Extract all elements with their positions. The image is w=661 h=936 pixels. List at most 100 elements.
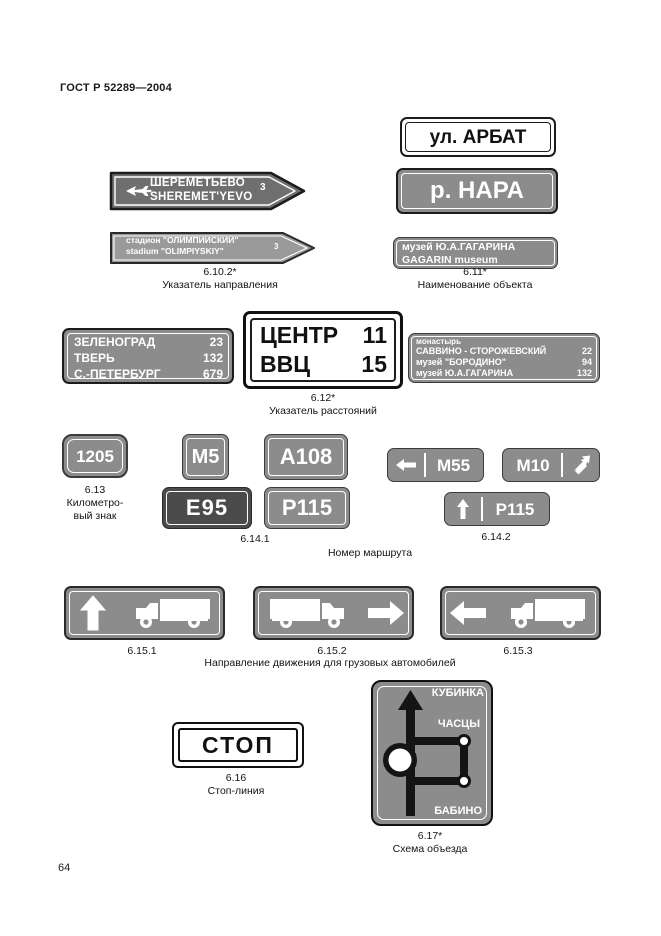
- destination-km: 22: [581, 346, 592, 356]
- standard-header: ГОСТ Р 52289—2004: [60, 82, 172, 94]
- table-title: монастырь: [416, 337, 461, 346]
- route-sign-r115: P115: [264, 487, 350, 529]
- destination-name: музей Ю.А.ГАГАРИНА: [416, 368, 514, 378]
- caption-6-14-1-code: 6.14.1: [240, 533, 270, 545]
- sign-distance: 3: [260, 182, 266, 193]
- sign-6-15-3: [440, 586, 601, 640]
- caption-6-13-code: 6.13: [84, 484, 106, 496]
- caption-6-12-code: 6.12*: [310, 392, 336, 404]
- stop-text: СТОП: [202, 731, 274, 758]
- destination-km: 132: [576, 368, 592, 378]
- truck-icon: [120, 594, 223, 632]
- scheme-label-top: КУБИНКА: [431, 687, 484, 699]
- sign-6-12-right: монастырь САВВИНО - СТОРОЖЕВСКИЙ 22 музе…: [408, 333, 600, 383]
- destination-name: САВВИНО - СТОРОЖЕВСКИЙ: [416, 346, 547, 356]
- arrow-right-icon: [360, 599, 412, 627]
- sign-label-ru: ШЕРЕМЕТЬЕВО: [150, 177, 246, 189]
- route-sign-e95: E95: [162, 487, 252, 529]
- destination-name: С.-ПЕТЕРБУРГ: [74, 367, 161, 381]
- table-row: ЗЕЛЕНОГРАД 23: [74, 336, 223, 348]
- table-row: музей "БОРОДИНО" 94: [416, 358, 592, 367]
- sign-6-11-river: р. НАРА: [396, 168, 558, 214]
- destination-km: 11: [362, 322, 387, 348]
- sign-6-11-street: ул. АРБАТ: [400, 117, 556, 157]
- caption-route-number: Номер маршрута: [327, 547, 413, 559]
- caption-6-16-code: 6.16: [225, 772, 247, 784]
- caption-6-15-2-code: 6.15.2: [317, 645, 347, 657]
- truck-icon: [255, 594, 360, 632]
- sign-label-en: GAGARIN museum: [402, 254, 498, 266]
- arrow-up-icon: [445, 493, 481, 525]
- caption-6-14-2-code: 6.14.2: [481, 531, 511, 543]
- route-sign-m10-right: M10: [502, 448, 600, 482]
- airplane-icon: [126, 186, 152, 196]
- sign-distance: 3: [274, 242, 279, 251]
- caption-6-17-code: 6.17*: [417, 830, 443, 842]
- route-number: M10: [516, 455, 550, 475]
- route-number: A108: [279, 444, 333, 469]
- caption-6-12-text: Указатель расстояний: [269, 405, 377, 417]
- table-row: С.-ПЕТЕРБУРГ 679: [74, 368, 223, 380]
- route-sign-r115-up: P115: [444, 492, 550, 526]
- route-number: M5: [191, 446, 220, 468]
- route-number: M55: [436, 455, 471, 475]
- route-number: P115: [495, 499, 535, 519]
- caption-6-15-text: Направление движения для грузовых автомо…: [204, 657, 456, 669]
- arrow-left-icon: [388, 449, 424, 481]
- destination-name: ЗЕЛЕНОГРАД: [74, 335, 156, 349]
- caption-6-11-code: 6.11*: [463, 266, 487, 278]
- caption-6-15-3-code: 6.15.3: [503, 645, 533, 657]
- table-row: ТВЕРЬ 132: [74, 352, 223, 364]
- page-number: 64: [58, 862, 71, 874]
- destination-km: 679: [202, 367, 223, 381]
- destination-name: музей "БОРОДИНО": [416, 357, 506, 367]
- sign-6-12-left: ЗЕЛЕНОГРАД 23 ТВЕРЬ 132 С.-ПЕТЕРБУРГ 679: [62, 328, 234, 384]
- sign-6-15-2: [253, 586, 414, 640]
- sign-6-10-2-sheremetyevo: ШЕРЕМЕТЬЕВО SHEREMET'YEVO 3: [108, 170, 308, 212]
- arrow-up-icon: [66, 594, 120, 632]
- sign-label: ул. АРБАТ: [429, 126, 527, 148]
- caption-6-17-text: Схема объезда: [392, 843, 468, 855]
- sign-label-en: SHEREMET'YEVO: [150, 191, 253, 203]
- sign-6-10-2-olimpiyskiy: стадион "ОЛИМПИЙСКИЙ" stadium "OLIMPIYSK…: [108, 230, 318, 266]
- caption-6-10-2-code: 6.10.2*: [203, 266, 237, 278]
- route-sign-m55-left: M55: [387, 448, 484, 482]
- sign-6-12-center: ЦЕНТР 11 ВВЦ 15: [243, 311, 403, 389]
- caption-6-16-text: Стоп-линия: [207, 785, 265, 797]
- table-row: ВВЦ 15: [260, 353, 387, 376]
- scheme-label-bottom: БАБИНО: [434, 805, 482, 817]
- arrow-left-icon: [442, 599, 494, 627]
- sign-label: р. НАРА: [430, 177, 524, 204]
- route-number: P115: [281, 495, 333, 520]
- sign-6-13-kilometer: 1205: [62, 434, 128, 478]
- destination-km: 23: [209, 335, 223, 349]
- truck-icon: [494, 594, 599, 632]
- scheme-label-mid: ЧАСЦЫ: [437, 718, 480, 730]
- arrow-up-right-icon: [563, 449, 599, 481]
- route-number: E95: [185, 495, 229, 520]
- caption-6-11-text: Наименование объекта: [417, 279, 533, 291]
- destination-km: 94: [581, 357, 592, 367]
- sign-label-ru: музей Ю.А.ГАГАРИНА: [402, 241, 516, 253]
- destination-km: 15: [361, 351, 387, 377]
- destination-km: 132: [202, 351, 223, 365]
- table-row: ЦЕНТР 11: [260, 324, 387, 347]
- caption-6-13-text-line1: Километро-: [66, 497, 124, 509]
- caption-6-15-1-code: 6.15.1: [127, 645, 157, 657]
- destination-name: ТВЕРЬ: [74, 351, 115, 365]
- sign-label-ru: стадион "ОЛИМПИЙСКИЙ": [126, 235, 239, 245]
- route-sign-a108: A108: [264, 434, 348, 480]
- destination-name: ВВЦ: [260, 351, 311, 377]
- route-sign-m5: M5: [182, 434, 229, 480]
- table-row: САВВИНО - СТОРОЖЕВСКИЙ 22: [416, 347, 592, 356]
- caption-6-13-text-line2: вый знак: [73, 510, 117, 522]
- sign-6-15-1: [64, 586, 225, 640]
- caption-6-10-2-text: Указатель направления: [162, 279, 278, 291]
- sign-6-11-museum: музей Ю.А.ГАГАРИНА GAGARIN museum: [393, 237, 558, 269]
- sign-6-17-detour: КУБИНКА ЧАСЦЫ БАБИНО: [371, 680, 493, 826]
- kilometer-value: 1205: [76, 446, 114, 466]
- sign-6-16-stop: СТОП: [172, 722, 304, 768]
- destination-name: ЦЕНТР: [260, 322, 339, 348]
- table-row: музей Ю.А.ГАГАРИНА 132: [416, 369, 592, 378]
